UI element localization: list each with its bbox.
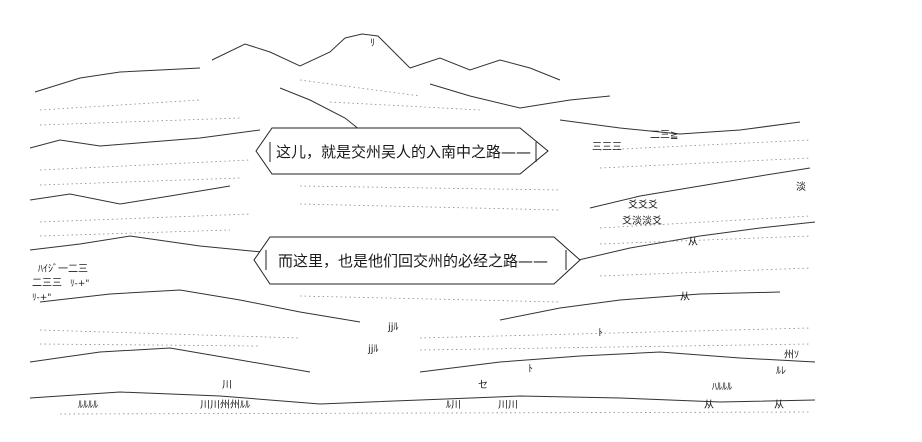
ascii-art-glyphs: ﾘ 二三≧ 三三三 爻爻爻 爻淡淡爻 淡 从 ﾊｲｼﾞ一二三 二三三 ﾘ-+" … bbox=[32, 38, 806, 411]
art-glyph: jjﾙ bbox=[387, 322, 399, 333]
art-glyph: ﾙ川 bbox=[446, 400, 461, 411]
art-glyph: 二三≧ bbox=[650, 130, 678, 141]
caption-plate-1: 这儿，就是交州吴人的入南中之路—— bbox=[255, 127, 549, 175]
art-glyph: ﾊﾙﾙﾙ bbox=[712, 382, 732, 393]
art-glyph: ﾄ bbox=[528, 364, 533, 375]
art-glyph: 三三三 bbox=[592, 142, 622, 153]
art-glyph: ﾘ-+" bbox=[70, 279, 89, 289]
art-glyph: 爻爻爻 bbox=[628, 199, 658, 211]
art-glyph: ﾘ bbox=[370, 38, 375, 49]
mountain-ridges bbox=[29, 33, 816, 405]
art-glyph: ﾊｲｼﾞ一二三 bbox=[38, 263, 88, 275]
art-glyph: jjﾙ bbox=[367, 344, 379, 355]
art-glyph: 川川 bbox=[498, 400, 518, 411]
caption-text-1: 这儿，就是交州吴人的入南中之路—— bbox=[276, 143, 531, 161]
art-glyph: 州ｿ bbox=[784, 349, 799, 361]
art-glyph: 二三三 bbox=[32, 278, 62, 289]
art-glyph: セ bbox=[478, 379, 488, 391]
caption-text-2: 而这里，也是他们回交州的必经之路—— bbox=[278, 252, 548, 270]
art-glyph: 从 bbox=[688, 237, 698, 248]
art-glyph: 从 bbox=[774, 400, 784, 411]
art-glyph: 川 bbox=[222, 380, 232, 391]
slope-hatching bbox=[39, 79, 811, 415]
caption-plate-2: 而这里，也是他们回交州的必经之路—— bbox=[253, 236, 581, 285]
art-glyph: ﾙﾚ bbox=[776, 366, 786, 377]
art-glyph: 川川州州ﾙﾙ bbox=[200, 399, 250, 411]
art-glyph: 从 bbox=[704, 400, 714, 411]
art-glyph: ﾄ bbox=[598, 328, 603, 339]
art-glyph: ﾙﾙﾙﾙ bbox=[78, 400, 98, 411]
art-glyph: 爻淡淡爻 bbox=[622, 215, 662, 227]
art-glyph: 淡 bbox=[796, 181, 806, 193]
art-glyph: ﾘ-+" bbox=[32, 293, 51, 303]
art-glyph: 从 bbox=[680, 292, 690, 303]
